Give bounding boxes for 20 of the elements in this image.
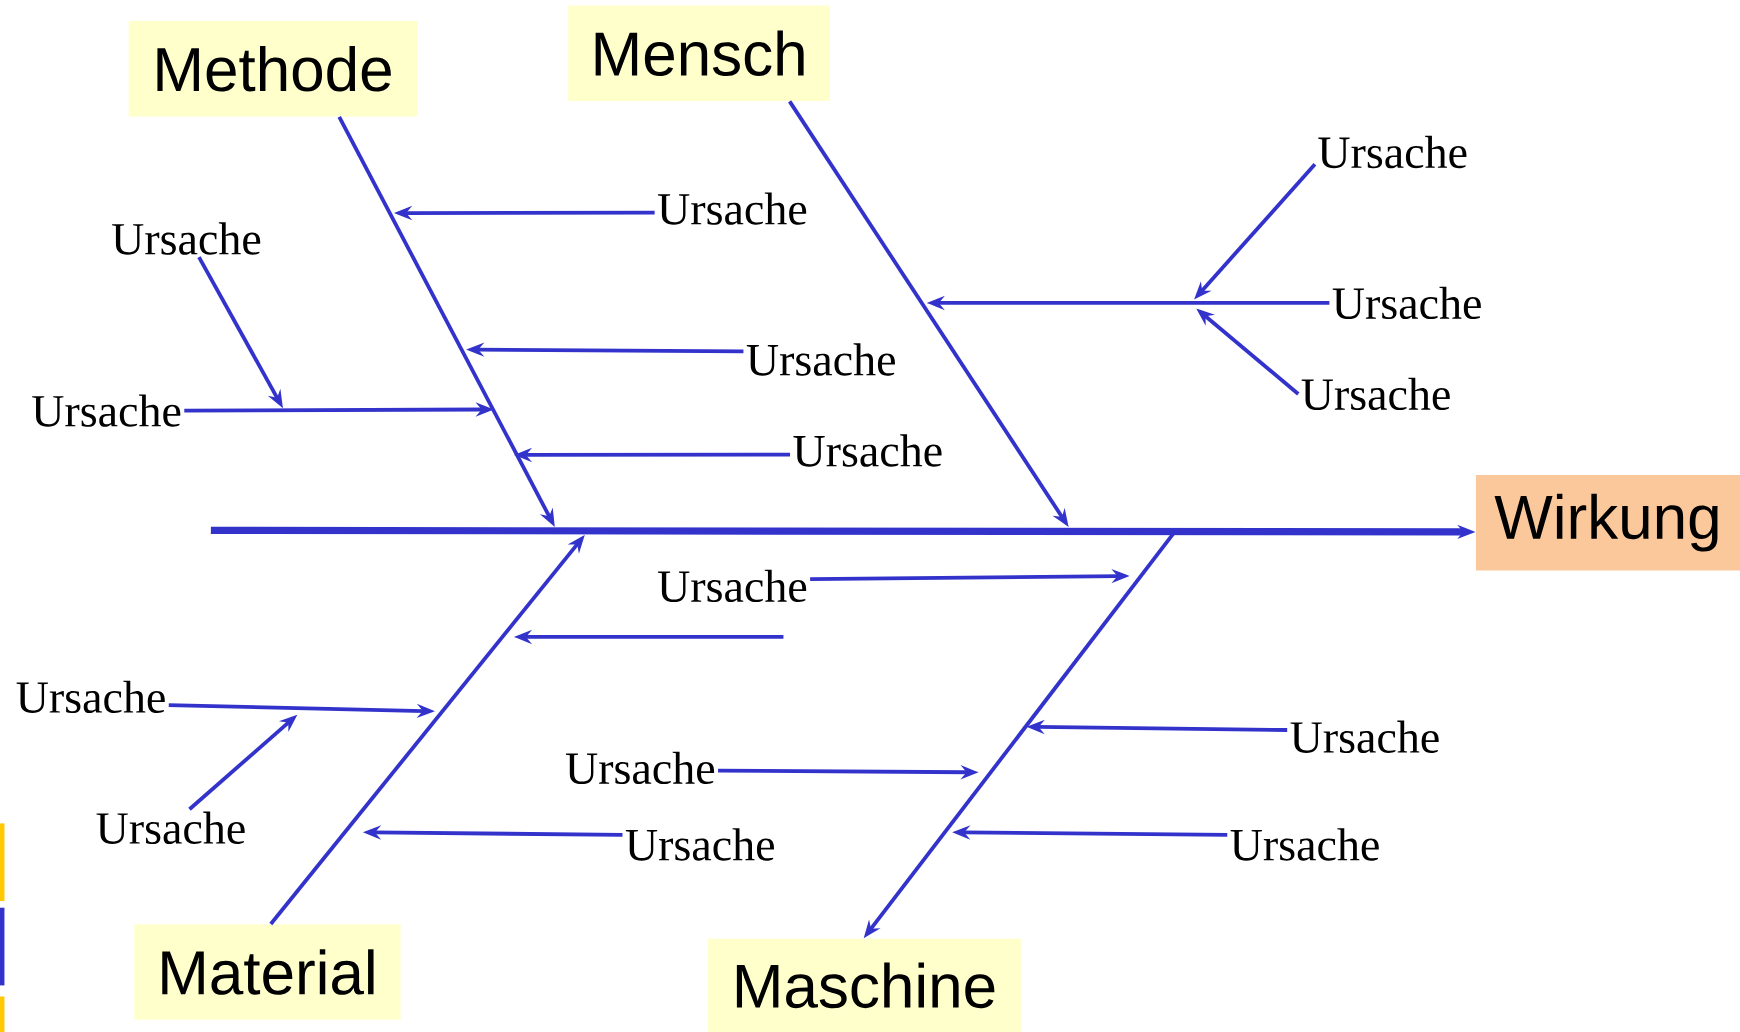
cause-label: Ursache — [16, 680, 165, 714]
cause-label: Ursache — [746, 343, 895, 376]
cause-label: Ursache — [565, 751, 715, 785]
cause-label: Ursache — [1290, 720, 1439, 753]
cause-label: Ursache — [1301, 377, 1450, 411]
cause-label: Ursache — [1332, 286, 1481, 320]
category-box: Methode — [128, 21, 418, 117]
cause-label: Ursache — [96, 811, 245, 844]
category-box: Maschine — [708, 938, 1021, 1032]
cause-label: Ursache — [658, 569, 807, 603]
cause-label: Ursache — [793, 434, 942, 467]
cause-label: Ursache — [1318, 135, 1467, 169]
effect-box: Wirkung — [1475, 474, 1740, 571]
cause-label: Ursache — [658, 192, 807, 225]
category-box: Material — [134, 924, 401, 1020]
cause-label: Ursache — [1230, 828, 1379, 861]
cause-label: Ursache — [625, 828, 774, 861]
cause-label: Ursache — [112, 222, 261, 255]
category-box: Mensch — [568, 5, 831, 101]
cause-label: Ursache — [32, 394, 181, 427]
